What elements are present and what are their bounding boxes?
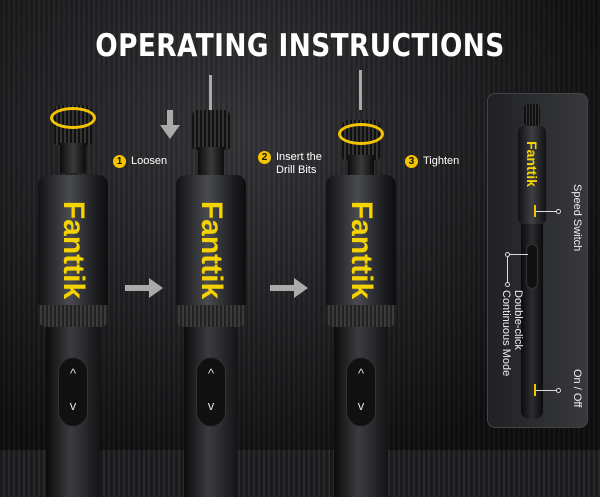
rotate-arrow-icon <box>50 107 96 129</box>
step-number: 2 <box>258 151 271 164</box>
speed-ring <box>326 305 396 327</box>
continuous-mode-text: Continuous Mode <box>500 290 512 377</box>
pen-step-2: Fanttik ^v <box>176 75 246 497</box>
drill-bit <box>209 75 212 110</box>
up-button: ^ <box>207 366 215 381</box>
step-label: Tighten <box>423 155 460 167</box>
down-button: v <box>207 398 215 413</box>
collet <box>198 147 224 177</box>
brand-logo: Fanttik <box>524 141 540 187</box>
pen-body <box>326 175 396 325</box>
speed-ring <box>176 305 246 327</box>
step-label-line-2: Drill Bits <box>276 164 317 176</box>
brand-logo: Fanttik <box>195 200 228 300</box>
step-3: 3 Tighten <box>405 155 459 168</box>
pen-side-view: Fanttik <box>518 104 546 419</box>
rotate-arrow-icon <box>338 123 384 145</box>
down-button: v <box>69 398 77 413</box>
drill-bit <box>359 70 362 110</box>
step-number: 1 <box>113 155 126 168</box>
brand-logo: Fanttik <box>57 200 90 300</box>
up-button: ^ <box>357 366 365 381</box>
pen-body <box>176 175 246 325</box>
collet <box>60 143 86 173</box>
arrow-right-icon <box>125 278 165 298</box>
speed-buttons: ^v <box>58 357 88 427</box>
pen-step-1: Fanttik ^v <box>38 95 108 497</box>
up-button: ^ <box>69 366 77 381</box>
speed-switch-label: Speed Switch <box>571 184 583 252</box>
page-title: OPERATING INSTRUCTIONS <box>95 28 505 64</box>
collet-cap <box>192 110 230 150</box>
on-off-label: On / Off <box>571 369 583 408</box>
step-label: Loosen <box>131 155 168 167</box>
collet <box>348 155 374 175</box>
double-click-text: Double-click <box>512 290 524 350</box>
speed-ring <box>38 305 108 327</box>
arrow-right-icon <box>270 278 310 298</box>
pen-step-3: Fanttik ^v <box>326 70 396 497</box>
speed-buttons: ^v <box>196 357 226 427</box>
brand-logo: Fanttik <box>345 200 378 300</box>
speed-buttons: ^v <box>346 357 376 427</box>
pen-body <box>38 175 108 325</box>
down-button: v <box>357 398 365 413</box>
arrow-down-icon <box>160 110 180 140</box>
step-1: 1 Loosen <box>113 155 167 168</box>
step-number: 3 <box>405 155 418 168</box>
step-label-line-1: Insert the <box>276 151 322 163</box>
